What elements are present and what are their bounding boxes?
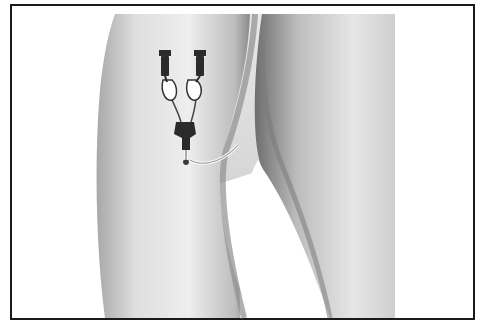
luer-connector-left [161, 56, 169, 76]
luer-connector-right [196, 56, 204, 76]
clamp-right [187, 80, 202, 100]
